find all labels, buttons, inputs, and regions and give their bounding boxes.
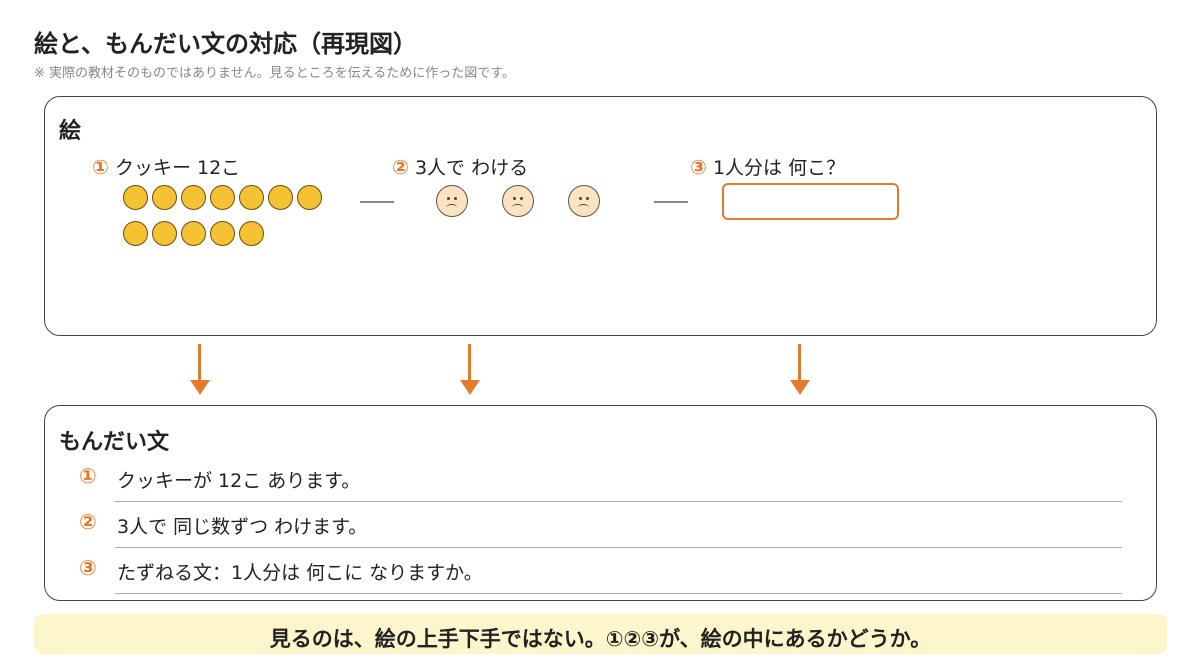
underline <box>115 547 1122 548</box>
cookie-icon <box>239 221 264 246</box>
problem-line-1: ① クッキーが 12こ あります。 <box>79 460 1122 504</box>
answer-box <box>722 183 899 220</box>
page-subtitle: ※ 実際の教材そのものではありません。見るところを伝えるために作った図です。 <box>34 66 515 81</box>
cookie-icon <box>152 185 177 210</box>
problem-text-panel: もんだい文 ① クッキーが 12こ あります。 ② 3人で 同じ数ずつ わけます… <box>44 405 1157 601</box>
cookie-icon <box>152 221 177 246</box>
problem-line-3-text: たずねる文：1人分は 何こに なりますか。 <box>117 562 483 584</box>
step-number-1: ① <box>92 155 109 179</box>
picture-panel-heading: 絵 <box>59 119 82 144</box>
cookie-icon <box>123 221 148 246</box>
arrow-down-icon <box>790 344 810 396</box>
connector-dash-2 <box>654 201 688 203</box>
arrow-down-icon <box>460 344 480 396</box>
connector-dash-1 <box>360 201 394 203</box>
picture-step-3-label: 1人分は 何こ？ <box>712 157 846 179</box>
cookie-icon <box>210 221 235 246</box>
person-face-icon <box>568 185 600 217</box>
cookie-icon <box>181 221 206 246</box>
step-number-3: ③ <box>690 155 707 179</box>
problem-line-2: ② 3人で 同じ数ずつ わけます。 <box>79 506 1122 550</box>
problem-line-1-text: クッキーが 12こ あります。 <box>117 470 361 492</box>
problem-line-2-text: 3人で 同じ数ずつ わけます。 <box>117 516 368 538</box>
person-face-icon <box>436 185 468 217</box>
line-number-1: ① <box>79 464 97 488</box>
picture-step-1-label: クッキー 12こ <box>114 157 241 179</box>
key-point-banner: 見るのは、絵の上手下手ではない。①②③が、絵の中にあるかどうか。 <box>34 614 1167 654</box>
cookie-icon <box>123 185 148 210</box>
cookie-group <box>123 185 328 257</box>
problem-line-3: ③ たずねる文：1人分は 何こに なりますか。 <box>79 552 1122 596</box>
arrow-down-icon <box>190 344 210 396</box>
cookie-icon <box>297 185 322 210</box>
picture-step-2-label: 3人で わける <box>414 157 529 179</box>
line-number-3: ③ <box>79 556 97 580</box>
line-number-2: ② <box>79 510 97 534</box>
cookie-icon <box>210 185 235 210</box>
cookie-icon <box>181 185 206 210</box>
step-number-2: ② <box>392 155 409 179</box>
cookie-icon <box>268 185 293 210</box>
person-face-icon <box>502 185 534 217</box>
cookie-icon <box>239 185 264 210</box>
underline <box>115 501 1122 502</box>
problem-text-heading: もんだい文 <box>59 430 170 455</box>
page-title: 絵と、もんだい文の対応（再現図） <box>34 30 418 58</box>
underline <box>115 593 1122 594</box>
